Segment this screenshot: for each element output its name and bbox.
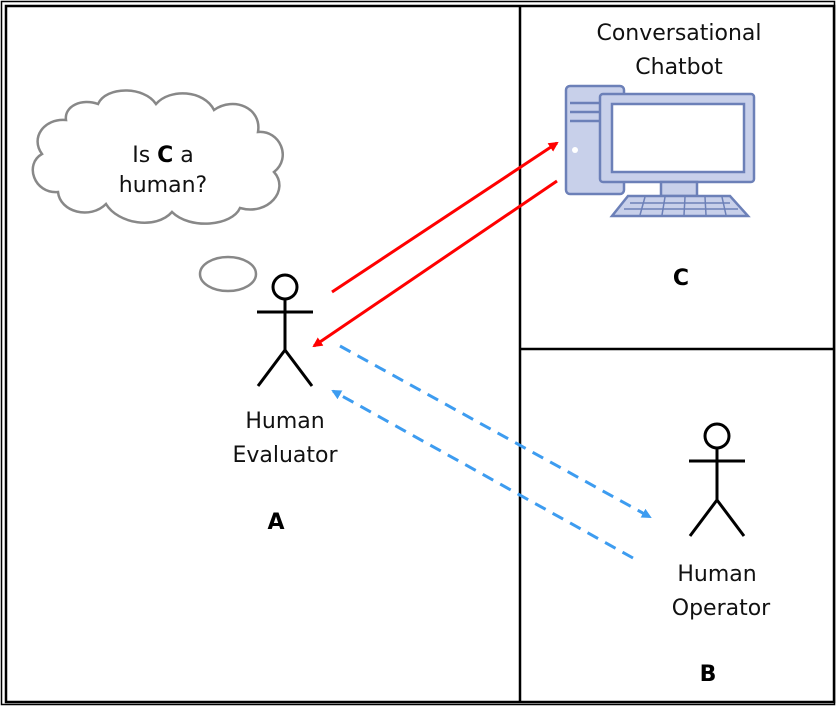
inner-frame [4,4,836,704]
thought-line-1: Is C a [132,143,194,168]
chatbot-name-line-1: Conversational [596,21,761,46]
operator-letter: B [700,662,717,687]
arrow-evaluator-to-chatbot [331,141,559,294]
chatbot-letter: C [673,266,689,291]
chatbot-name-line-2: Chatbot [635,55,723,80]
computer-icon [564,84,756,218]
evaluator-letter: A [267,510,284,535]
operator-stick-figure-icon [688,422,746,537]
thought-cloud [31,89,284,293]
evaluator-name-line-2: Evaluator [232,443,338,468]
evaluator-stick-figure-icon [256,273,314,387]
arrow-chatbot-to-evaluator [312,179,558,348]
operator-name-line-1: Human [677,562,756,587]
thought-line-2: human? [119,173,207,198]
operator-name-line-2: Operator [672,596,771,621]
evaluator-name-line-1: Human [245,409,324,434]
arrow-operator-to-evaluator [331,389,634,560]
arrow-evaluator-to-operator [339,344,652,519]
thought-bubble-small [198,255,258,293]
